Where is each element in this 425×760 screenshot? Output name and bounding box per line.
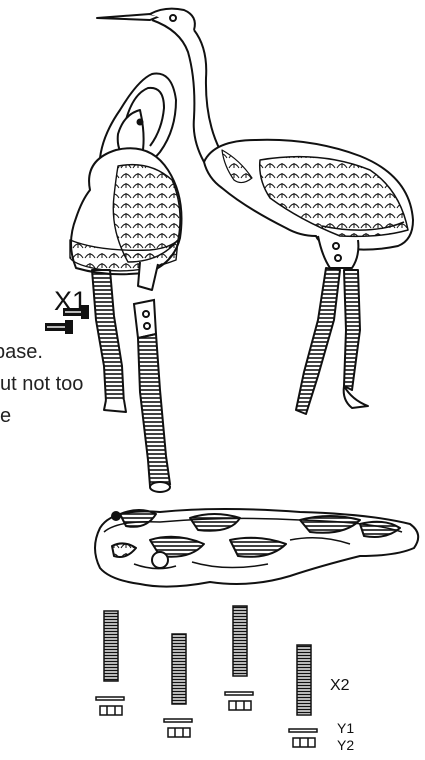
instruction-fragment-3: e [0, 405, 11, 428]
instruction-fragment-1: base. [0, 341, 43, 364]
detached-leg-icon [134, 300, 170, 492]
bolt-x2-1 [96, 611, 124, 715]
label-y1: Y1 [337, 720, 354, 736]
label-x2: X2 [330, 677, 350, 695]
instruction-fragment-2: ut not too [0, 373, 83, 396]
rock-base-icon [95, 509, 418, 587]
bolt-x2-2 [164, 634, 192, 737]
bolt-x2-4 [289, 645, 317, 747]
crane-preening-icon [70, 74, 182, 412]
bolt-x2-3 [225, 606, 253, 710]
label-x1: X1 [54, 286, 87, 317]
label-y2: Y2 [337, 737, 354, 753]
